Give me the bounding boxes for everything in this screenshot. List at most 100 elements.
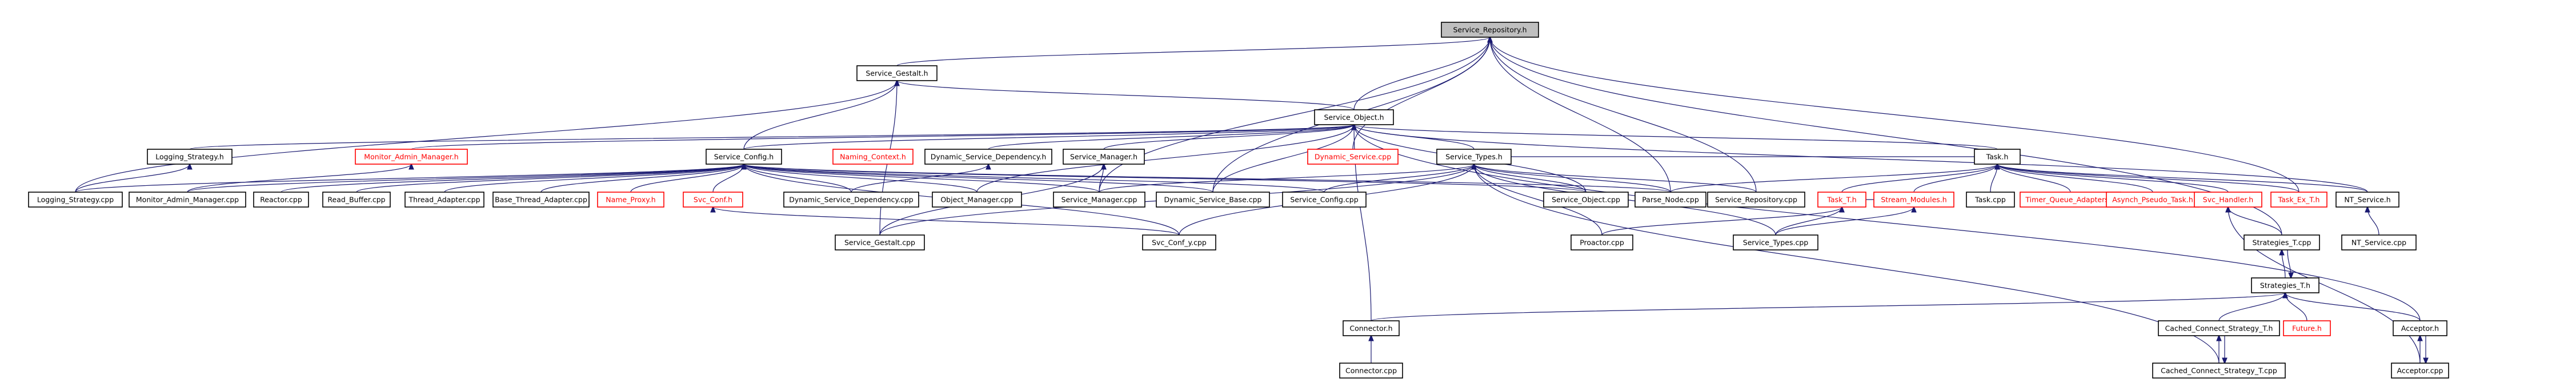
- node-base-thread-adapter-cpp[interactable]: Base_Thread_Adapter.cpp: [492, 192, 590, 208]
- node-label: Service_Gestalt.h: [866, 69, 928, 78]
- edges-layer: [75, 37, 2426, 363]
- node-service-manager-h[interactable]: Service_Manager.h: [1063, 149, 1145, 165]
- node-future-h[interactable]: Future.h: [2283, 320, 2331, 336]
- node-label: Thread_Adapter.cpp: [408, 196, 480, 204]
- edge-service_object_cpp-to-service_types_h: [1474, 164, 1587, 193]
- node-box: [2251, 277, 2319, 293]
- node-connector-h[interactable]: Connector.h: [1343, 320, 1400, 336]
- edge-service_gestalt_h-to-service_repository_h: [896, 37, 1490, 66]
- edge-dynamic_service_base_cpp-to-service_config_h: [744, 164, 1213, 193]
- node-dynamic-service-base-cpp[interactable]: Dynamic_Service_Base.cpp: [1156, 192, 1270, 208]
- node-timer-queue-adapters-h[interactable]: Timer_Queue_Adapters.h: [2020, 192, 2121, 208]
- node-box: [1974, 149, 2021, 165]
- node-nt-service-cpp[interactable]: NT_Service.cpp: [2341, 234, 2417, 250]
- edge-object_manager_cpp-to-service_config_h: [744, 164, 977, 193]
- node-svc-handler-h[interactable]: Svc_Handler.h: [2194, 192, 2262, 208]
- node-box: [1543, 192, 1629, 208]
- node-service-types-h[interactable]: Service_Types.h: [1436, 149, 1512, 165]
- node-acceptor-h[interactable]: Acceptor.h: [2393, 320, 2447, 336]
- node-service-manager-cpp[interactable]: Service_Manager.cpp: [1053, 192, 1145, 208]
- node-logging-strategy-h[interactable]: Logging_Strategy.h: [147, 149, 233, 165]
- node-asynch-pseudo-task-h[interactable]: Asynch_Pseudo_Task.h: [2106, 192, 2200, 208]
- node-task-t-h[interactable]: Task_T.h: [1817, 192, 1866, 208]
- edge-logging_strategy_h-to-service_object_h: [189, 125, 1354, 150]
- node-service-repository-cpp[interactable]: Service_Repository.cpp: [1707, 192, 1805, 208]
- node-reactor-cpp[interactable]: Reactor.cpp: [253, 192, 309, 208]
- node-svc-conf-y-cpp[interactable]: Svc_Conf_y.cpp: [1142, 234, 1216, 250]
- node-monitor-admin-manager-cpp[interactable]: Monitor_Admin_Manager.cpp: [129, 192, 246, 208]
- node-box: [2244, 234, 2320, 250]
- node-box: [856, 65, 938, 81]
- node-box: [683, 192, 743, 208]
- node-box: [1343, 320, 1400, 336]
- edge-task_h-to-service_object_h: [1354, 125, 1998, 150]
- node-strategies-t-h[interactable]: Strategies_T.h: [2251, 277, 2319, 293]
- node-service-config-h[interactable]: Service_Config.h: [706, 149, 782, 165]
- edge-dynamic_service_cpp-to-service_repository_h: [1352, 37, 1490, 150]
- node-box: [28, 192, 123, 208]
- node-task-h[interactable]: Task.h: [1974, 149, 2021, 165]
- node-cached-connect-strategy-t-h[interactable]: Cached_Connect_Strategy_T.h: [2158, 320, 2280, 336]
- node-service-gestalt-h[interactable]: Service_Gestalt.h: [856, 65, 938, 81]
- node-label: Future.h: [2292, 324, 2322, 333]
- node-nt-service-h[interactable]: NT_Service.h: [2335, 192, 2399, 208]
- node-label: Cached_Connect_Strategy_T.cpp: [2161, 367, 2277, 375]
- node-label: Logging_Strategy.cpp: [37, 196, 114, 204]
- node-label: Service_Manager.cpp: [1061, 196, 1137, 204]
- node-dynamic-service-dependency-h[interactable]: Dynamic_Service_Dependency.h: [924, 149, 1052, 165]
- node-thread-adapter-cpp[interactable]: Thread_Adapter.cpp: [404, 192, 484, 208]
- edge-monitor_admin_manager_cpp-to-monitor_admin_manager_h: [187, 164, 411, 193]
- node-label: Connector.cpp: [1345, 367, 1397, 375]
- node-connector-cpp[interactable]: Connector.cpp: [1339, 363, 1403, 379]
- edge-parse_node_cpp-to-task_h: [1670, 164, 1997, 193]
- node-name-proxy-h[interactable]: Name_Proxy.h: [597, 192, 664, 208]
- nodes-layer: Service_Repository.hService_Gestalt.hSer…: [28, 22, 2449, 379]
- node-box: [835, 234, 925, 250]
- node-box: [1571, 234, 1633, 250]
- edge-dynamic_service_dependency_h-to-service_object_h: [988, 125, 1354, 150]
- node-dynamic-service-dependency-cpp[interactable]: Dynamic_Service_Dependency.cpp: [783, 192, 919, 208]
- edge-proactor_cpp-to-service_types_h: [1474, 164, 1603, 236]
- edge-service_object_h-to-service_gestalt_h: [897, 81, 1355, 110]
- node-monitor-admin-manager-h[interactable]: Monitor_Admin_Manager.h: [355, 149, 468, 165]
- node-task-cpp[interactable]: Task.cpp: [1966, 192, 2015, 208]
- node-service-object-h[interactable]: Service_Object.h: [1314, 109, 1394, 125]
- node-parse-node-cpp[interactable]: Parse_Node.cpp: [1634, 192, 1706, 208]
- node-object-manager-cpp[interactable]: Object_Manager.cpp: [932, 192, 1022, 208]
- edge-svc_conf_y_cpp-to-svc_conf_h: [713, 207, 1180, 236]
- node-label: Dynamic_Service_Base.cpp: [1164, 196, 1262, 204]
- node-box: [322, 192, 391, 208]
- node-service-config-cpp[interactable]: Service_Config.cpp: [1282, 192, 1367, 208]
- node-box: [1282, 192, 1367, 208]
- edge-service_config_h-to-service_gestalt_h: [743, 81, 897, 150]
- edge-proactor_cpp-to-task_t_h: [1601, 207, 1842, 236]
- node-acceptor-cpp[interactable]: Acceptor.cpp: [2391, 363, 2449, 379]
- edge-service_manager_cpp-to-service_types_h: [1099, 164, 1474, 193]
- edge-dynamic_service_dependency_cpp-to-service_config_h: [744, 164, 852, 193]
- node-label: Asynch_Pseudo_Task.h: [2112, 196, 2193, 204]
- node-label: Svc_Conf_y.cpp: [1152, 238, 1207, 247]
- node-box: [1339, 363, 1403, 379]
- node-label: NT_Service.cpp: [2351, 238, 2406, 247]
- node-cached-connect-strategy-t-cpp[interactable]: Cached_Connect_Strategy_T.cpp: [2152, 363, 2286, 379]
- node-svc-conf-h[interactable]: Svc_Conf.h: [683, 192, 743, 208]
- node-box: [2335, 192, 2399, 208]
- node-label: Parse_Node.cpp: [1642, 196, 1699, 204]
- node-strategies-t-cpp[interactable]: Strategies_T.cpp: [2244, 234, 2320, 250]
- node-proactor-cpp[interactable]: Proactor.cpp: [1571, 234, 1633, 250]
- node-box: [597, 192, 664, 208]
- node-read-buffer-cpp[interactable]: Read_Buffer.cpp: [322, 192, 391, 208]
- node-service-object-cpp[interactable]: Service_Object.cpp: [1543, 192, 1629, 208]
- node-label: Service_Gestalt.cpp: [844, 238, 915, 247]
- edge-asynch_pseudo_task_h-to-task_h: [1997, 164, 2153, 193]
- node-service-gestalt-cpp[interactable]: Service_Gestalt.cpp: [835, 234, 925, 250]
- node-service-repository-h[interactable]: Service_Repository.h: [1441, 22, 1539, 38]
- node-dynamic-service-cpp[interactable]: Dynamic_Service.cpp: [1307, 149, 1399, 165]
- node-task-ex-t-h[interactable]: Task_Ex_T.h: [2270, 192, 2327, 208]
- node-naming-context-h[interactable]: Naming_Context.h: [832, 149, 914, 165]
- edge-acceptor_h-to-service_object_h: [1354, 125, 2421, 321]
- node-service-types-cpp[interactable]: Service_Types.cpp: [1733, 234, 1818, 250]
- node-logging-strategy-cpp[interactable]: Logging_Strategy.cpp: [28, 192, 123, 208]
- node-box: [1707, 192, 1805, 208]
- node-stream-modules-h[interactable]: Stream_Modules.h: [1873, 192, 1954, 208]
